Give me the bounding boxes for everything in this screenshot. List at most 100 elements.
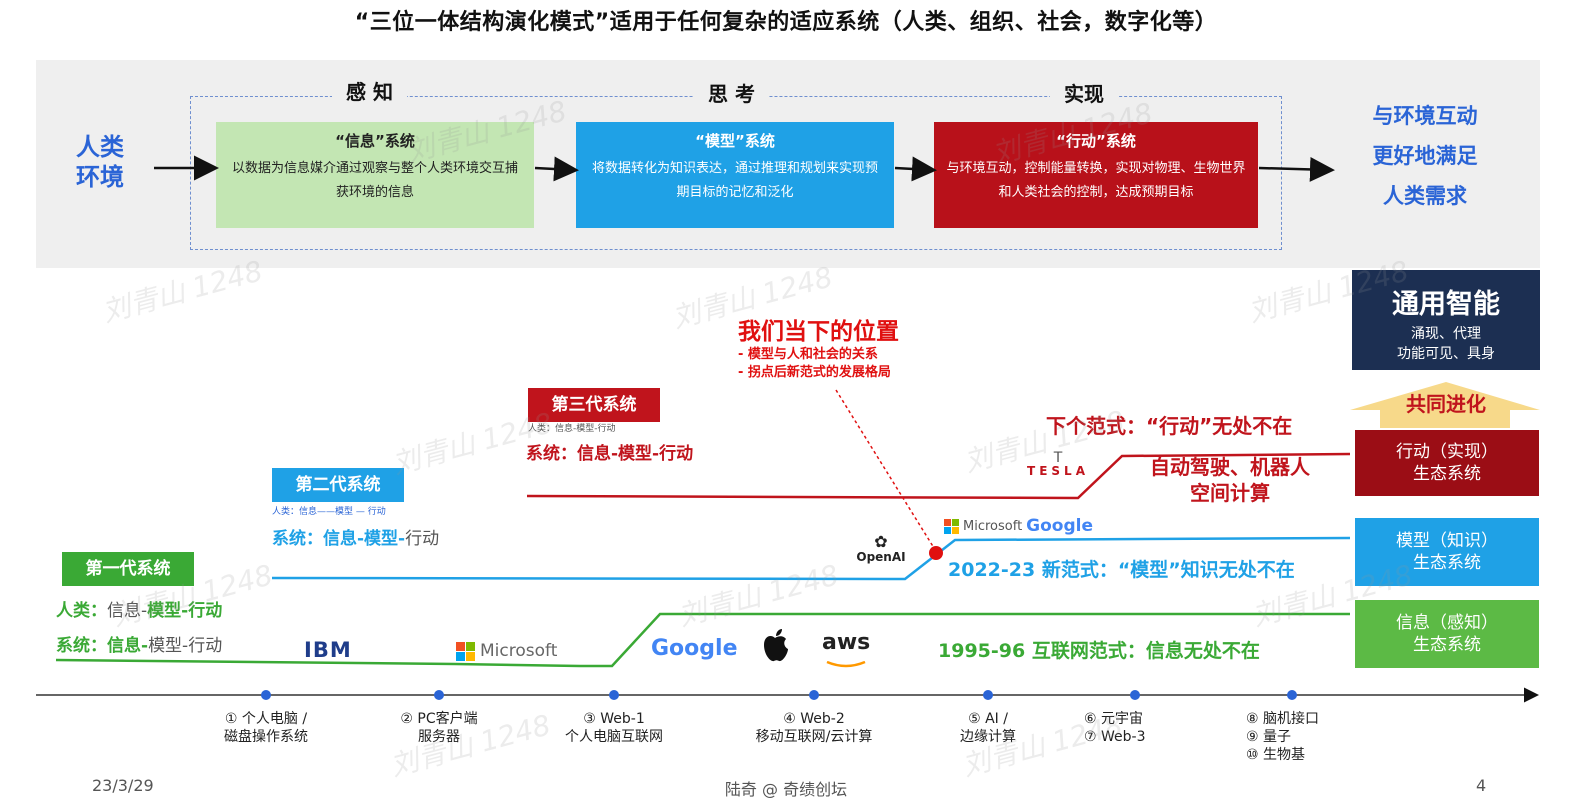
arrow-info-to-model xyxy=(534,156,579,182)
arrow-action-to-goal xyxy=(1258,156,1335,182)
gen2-human-note: 人类：信息——模型 — 行动 xyxy=(272,507,386,517)
position-annotation: 我们当下的位置 - 模型与人和社会的关系 - 拐点后新范式的发展格局 xyxy=(738,312,899,382)
action-paradigm-line xyxy=(526,452,1351,500)
timeline-dot-6 xyxy=(1130,690,1140,700)
milestone-7-line-2: ⑨ 量子 xyxy=(1246,729,1292,745)
milestone-5: ⑤ AI / 边缘计算 xyxy=(940,710,1036,746)
milestone-3-line-1: ③ Web-1 xyxy=(583,711,645,727)
co-evolve-label: 共同进化 xyxy=(1406,392,1486,416)
milestone-1-line-2: 磁盘操作系统 xyxy=(224,729,308,745)
gen1-system-desc: 系统：信息-模型-行动 xyxy=(56,631,222,656)
milestone-4-line-2: 移动互联网/云计算 xyxy=(755,729,873,745)
gen1-sys-b: 模型-行动 xyxy=(148,636,223,656)
milestone-7: ⑧ 脑机接口 ⑨ 量子 ⑩ 生物基 xyxy=(1246,710,1356,764)
human-label: 人类 xyxy=(76,133,124,161)
timeline-dot-4 xyxy=(809,690,819,700)
timeline-dot-2 xyxy=(434,690,444,700)
agi-title: 通用智能 xyxy=(1392,289,1500,320)
milestone-4: ④ Web-2 移动互联网/云计算 xyxy=(734,710,894,746)
goal-label: 与环境互动 更好地满足 人类需求 xyxy=(1340,96,1510,216)
gen3-system-desc: 系统：信息-模型-行动 xyxy=(526,444,694,464)
timeline-dot-3 xyxy=(609,690,619,700)
goal-line-2: 更好地满足 xyxy=(1372,144,1478,168)
milestone-3-line-2: 个人电脑互联网 xyxy=(565,729,663,745)
tesla-logo: T TESLA xyxy=(1016,450,1100,478)
info-eco-box: 信息（感知） 生态系统 xyxy=(1355,600,1539,668)
milestone-2-line-1: ② PC客户端 xyxy=(400,711,478,727)
timeline-dot-7 xyxy=(1287,690,1297,700)
gen1-human-prefix: 人类： xyxy=(56,601,107,621)
position-pointer xyxy=(835,389,935,549)
action-eco-line-2: 生态系统 xyxy=(1413,464,1481,484)
human-environment-label: 人类 环境 xyxy=(60,132,140,192)
google-wordmark-2: Google xyxy=(1026,516,1094,536)
ibm-logo: IBM xyxy=(304,638,352,662)
action-system-heading: “行动”系统 xyxy=(1056,132,1136,150)
info-system-desc: 以数据为信息媒介通过观察与整个人类环境交互捕获环境的信息 xyxy=(231,161,518,200)
microsoft-wordmark-1: Microsoft xyxy=(480,641,558,661)
gen2-system-desc: 系统：信息-模型-行动 xyxy=(272,524,439,549)
milestone-4-line-1: ④ Web-2 xyxy=(783,711,845,727)
model-system-box: “模型”系统 将数据转化为知识表达，通过推理和规划来实现预期目标的记忆和泛化 xyxy=(576,122,894,228)
gen1-human-desc: 人类：信息-模型-行动 xyxy=(56,596,222,621)
gen1-human-a: 信息- xyxy=(107,601,148,621)
microsoft-google-logos: Microsoft Google xyxy=(944,516,1093,536)
stage-thinking: 思 考 xyxy=(694,78,769,107)
position-line-2: - 拐点后新范式的发展格局 xyxy=(738,365,891,380)
milestone-1-line-1: ① 个人电脑 / xyxy=(224,711,308,727)
timeline-dot-1 xyxy=(261,690,271,700)
gen2-sys-a: 信息-模型- xyxy=(323,529,406,549)
gen1-box: 第一代系统 xyxy=(62,552,194,586)
tesla-icon: T xyxy=(1053,450,1063,466)
aws-smile-icon xyxy=(826,660,866,668)
google-logo-1: Google xyxy=(651,636,738,661)
action-system-box: “行动”系统 与环境互动，控制能量转换，实现对物理、生物世界和人类社会的控制，达… xyxy=(934,122,1258,228)
gen2-sys-b: 行动 xyxy=(405,529,440,549)
info-eco-line-2: 生态系统 xyxy=(1413,635,1481,655)
milestone-5-line-2: 边缘计算 xyxy=(960,729,1016,745)
position-line-1: - 模型与人和社会的关系 xyxy=(738,347,878,362)
model-system-heading: “模型”系统 xyxy=(695,132,775,150)
gen3-box: 第三代系统 xyxy=(528,388,660,422)
milestone-6: ⑥ 元宇宙 ⑦ Web-3 xyxy=(1084,710,1186,746)
gen1-sys-a: 信息- xyxy=(107,636,149,656)
info-paradigm-line xyxy=(55,612,1350,668)
milestone-2-line-2: 服务器 xyxy=(418,729,460,745)
goal-line-3: 人类需求 xyxy=(1383,184,1467,208)
goal-line-1: 与环境互动 xyxy=(1372,104,1478,128)
model-paradigm-line xyxy=(271,536,1351,581)
gen1-human-b: 模型-行动 xyxy=(147,601,223,621)
arrow-model-to-action xyxy=(894,156,937,182)
model-eco-box: 模型（知识） 生态系统 xyxy=(1355,518,1539,586)
agi-box: 通用智能 涌现、代理 功能可见、具身 xyxy=(1352,270,1540,370)
stage-realization: 实现 xyxy=(1050,78,1118,107)
gen2-sys-prefix: 系统： xyxy=(272,529,323,549)
microsoft-icon xyxy=(456,641,475,661)
footer-date: 23/3/29 xyxy=(92,776,154,795)
openai-icon: ✿ xyxy=(874,532,888,551)
milestone-1: ① 个人电脑 / 磁盘操作系统 xyxy=(196,710,336,746)
page-title: “三位一体结构演化模式”适用于任何复杂的适应系统（人类、组织、社会，数字化等） xyxy=(354,10,1218,35)
environment-label: 环境 xyxy=(76,163,124,191)
gen2-box: 第二代系统 xyxy=(272,468,404,502)
current-position-dot xyxy=(929,546,943,560)
microsoft-icon-2 xyxy=(944,518,959,534)
agi-line-1: 涌现、代理 xyxy=(1411,326,1481,342)
milestone-7-line-1: ⑧ 脑机接口 xyxy=(1246,711,1320,727)
position-title: 我们当下的位置 xyxy=(738,319,899,345)
stage-perception: 感 知 xyxy=(332,76,407,105)
autonomy-line-2: 空间计算 xyxy=(1190,481,1270,505)
milestone-6-line-2: ⑦ Web-3 xyxy=(1084,729,1146,745)
aws-logo: aws xyxy=(822,632,870,673)
model-paradigm-label: 2022-23 新范式：“模型”知识无处不在 xyxy=(948,559,1295,581)
agi-line-2: 功能可见、具身 xyxy=(1397,346,1495,362)
apple-icon xyxy=(764,629,788,662)
milestone-5-line-1: ⑤ AI / xyxy=(968,711,1008,727)
internet-paradigm-label: 1995-96 互联网范式：信息无处不在 xyxy=(938,640,1260,662)
model-system-desc: 将数据转化为知识表达，通过推理和规划来实现预期目标的记忆和泛化 xyxy=(591,161,878,200)
milestone-3: ③ Web-1 个人电脑互联网 xyxy=(544,710,684,746)
footer-page-number: 4 xyxy=(1476,776,1487,795)
milestone-6-line-1: ⑥ 元宇宙 xyxy=(1084,711,1144,727)
info-system-box: “信息”系统 以数据为信息媒介通过观察与整个人类环境交互捕获环境的信息 xyxy=(216,122,534,228)
